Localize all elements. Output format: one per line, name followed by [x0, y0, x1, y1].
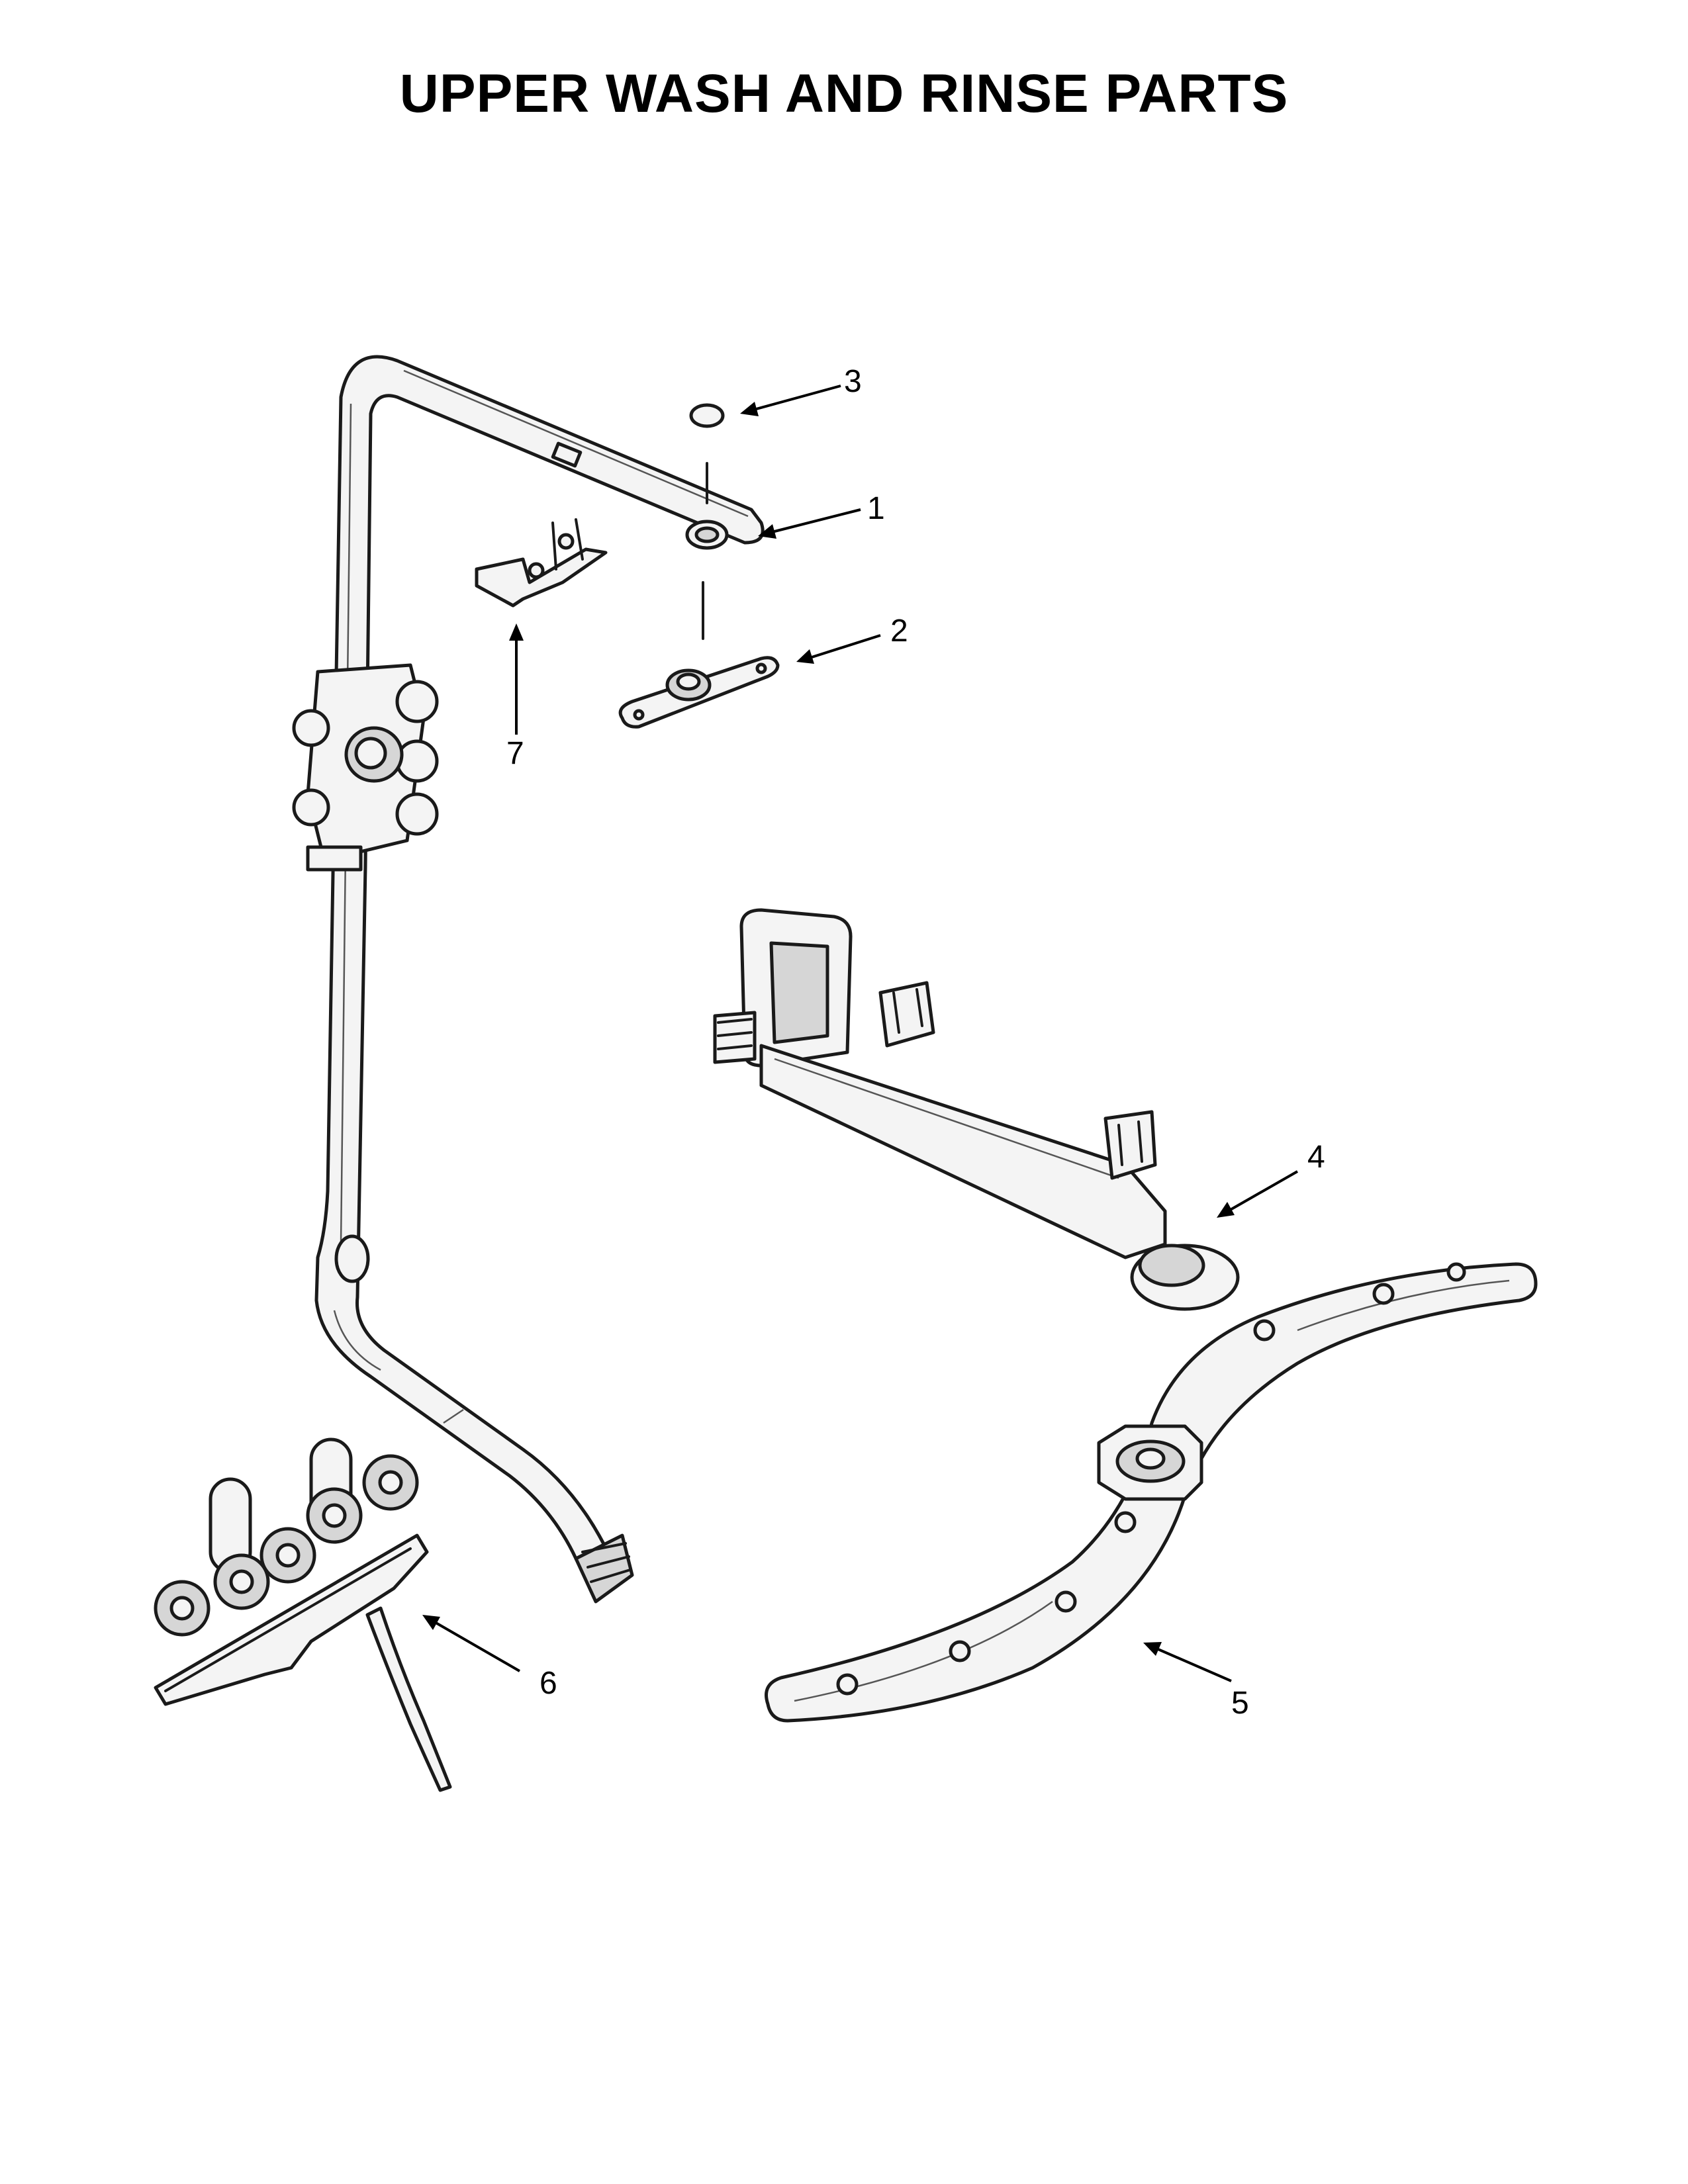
callout-2: 2	[890, 614, 908, 649]
spray-arm[interactable]	[765, 1262, 1538, 1723]
spray-arm-mount[interactable]	[618, 581, 780, 729]
callout-4: 4	[1307, 1140, 1325, 1175]
manifold-clip[interactable]	[475, 518, 608, 608]
lower-spray-manifold[interactable]	[713, 908, 1240, 1311]
callout-3: 3	[844, 364, 862, 399]
page-title: UPPER WASH AND RINSE PARTS	[399, 64, 1289, 124]
callout-1: 1	[867, 491, 885, 526]
rack-spray-bracket[interactable]	[154, 1437, 452, 1792]
callout-6: 6	[539, 1666, 557, 1701]
manifold-valve-block[interactable]	[292, 663, 439, 872]
upper-spray-manifold[interactable]	[314, 355, 765, 1604]
callout-arrows	[422, 385, 1298, 1682]
callout-5: 5	[1231, 1686, 1249, 1721]
spray-arm-cap[interactable]	[689, 403, 725, 504]
callout-7: 7	[506, 736, 524, 771]
